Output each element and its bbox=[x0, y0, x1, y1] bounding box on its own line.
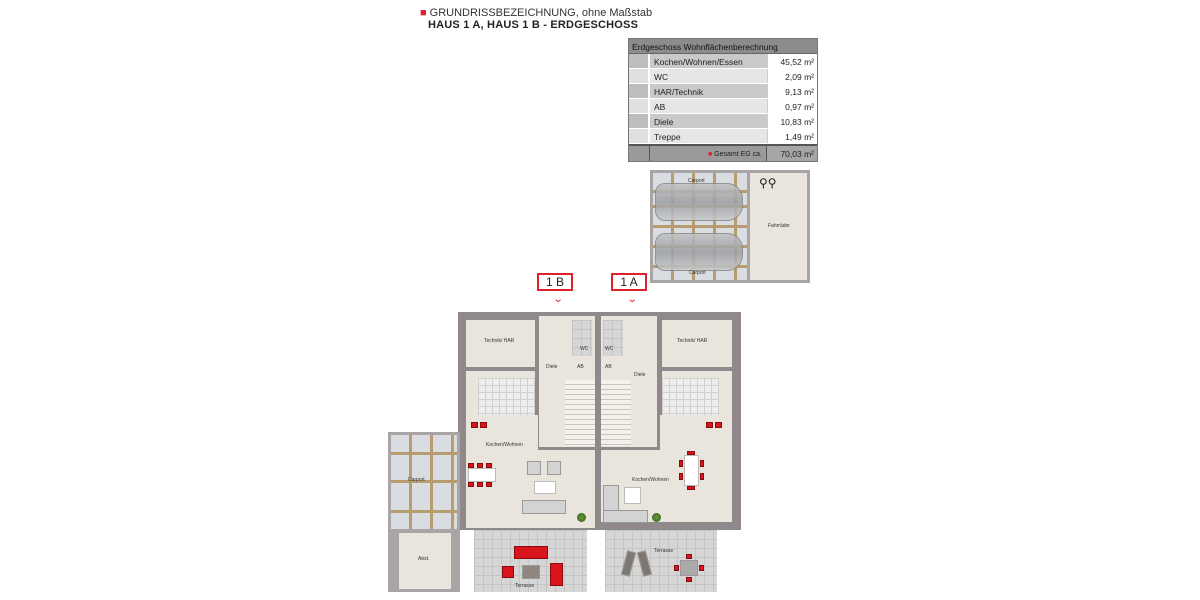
entrance-arrow-icon: ⌄ bbox=[552, 294, 564, 305]
plan-title-text: GRUNDRISSBEZEICHNUNG, ohne Maßstab bbox=[429, 7, 653, 19]
entrance-arrow-icon: ⌄ bbox=[626, 294, 638, 305]
bicycle-icon: ⚲⚲ bbox=[759, 176, 777, 190]
room-label: Terrasse bbox=[654, 548, 674, 554]
kitchen-1b bbox=[478, 378, 535, 415]
area-table: Erdgeschoss Wohnflächenberechnung Kochen… bbox=[628, 38, 818, 162]
dining-table-1b bbox=[468, 468, 496, 482]
room-label: AB bbox=[605, 364, 612, 370]
room-label: WC bbox=[605, 346, 614, 352]
kitchen-1a bbox=[662, 378, 719, 415]
room-name: Treppe bbox=[650, 129, 767, 143]
room-name: HAR/Technik bbox=[650, 84, 767, 98]
room-area: 0,97 m² bbox=[767, 99, 817, 113]
room-label: Diele bbox=[634, 372, 646, 378]
room-label: Diele bbox=[546, 364, 558, 370]
room-label: Kochen/Wohnen bbox=[632, 477, 669, 483]
unit-label-1b: 1 B bbox=[537, 273, 573, 291]
room-wc-1a bbox=[603, 320, 623, 356]
room-label: AB bbox=[577, 364, 584, 370]
stairs-1a bbox=[601, 380, 631, 446]
room-wc-1b bbox=[572, 320, 592, 356]
patio-table bbox=[680, 560, 698, 576]
carport-label: Carport bbox=[688, 178, 705, 184]
room-technik-1a bbox=[662, 320, 732, 367]
area-table-title: Erdgeschoss Wohnflächenberechnung bbox=[629, 39, 817, 54]
dining-table-1a bbox=[684, 455, 699, 486]
plan-title: ■GRUNDRISSBEZEICHNUNG, ohne Maßstab bbox=[420, 7, 652, 19]
room-label: Carport bbox=[408, 477, 425, 483]
sofa-1b bbox=[522, 500, 566, 514]
bullet-icon: ■ bbox=[420, 7, 427, 19]
room-area: 1,49 m² bbox=[767, 129, 817, 143]
plant-icon bbox=[652, 513, 661, 522]
room-name: AB bbox=[650, 99, 767, 113]
room-label: Technik/ HAR bbox=[484, 338, 515, 344]
terrace-1b bbox=[474, 530, 587, 592]
room-area: 10,83 m² bbox=[767, 114, 817, 128]
unit-label-1a: 1 A bbox=[611, 273, 647, 291]
room-name: Kochen/Wohnen/Essen bbox=[650, 54, 767, 68]
plan-subtitle: HAUS 1 A, HAUS 1 B - ERDGESCHOSS bbox=[428, 19, 639, 31]
total-row: ■ Gesamt EG ca.70,03 m² bbox=[629, 144, 817, 161]
room-area: 45,52 m² bbox=[767, 54, 817, 68]
terrace-1a bbox=[605, 530, 717, 592]
room-abst bbox=[399, 533, 451, 589]
lounge-sofa bbox=[514, 546, 548, 559]
room-name: WC bbox=[650, 69, 767, 83]
room-name: Diele bbox=[650, 114, 767, 128]
plant-icon bbox=[577, 513, 586, 522]
room-technik-1b bbox=[466, 320, 535, 367]
car-icon bbox=[655, 233, 743, 271]
room-area: 2,09 m² bbox=[767, 69, 817, 83]
total-value: 70,03 m² bbox=[767, 146, 817, 161]
room-label: Abst. bbox=[418, 556, 430, 562]
room-label: WC bbox=[580, 346, 589, 352]
room-label: Kochen/Wohnen bbox=[486, 442, 523, 448]
room-label: Terrasse bbox=[515, 583, 535, 589]
fahrraeder-label: Fahrräder bbox=[768, 223, 790, 229]
room-label: Technik/ HAR bbox=[677, 338, 708, 344]
car-icon bbox=[655, 183, 743, 221]
total-label: ■ Gesamt EG ca. bbox=[650, 146, 767, 161]
room-area: 9,13 m² bbox=[767, 84, 817, 98]
carport-label: Carport bbox=[689, 270, 706, 276]
stairs-1b bbox=[565, 380, 595, 446]
carport-block: Carport Carport Fahrräder ⚲⚲ bbox=[650, 170, 810, 283]
total-label-text: Gesamt EG ca. bbox=[714, 151, 762, 158]
